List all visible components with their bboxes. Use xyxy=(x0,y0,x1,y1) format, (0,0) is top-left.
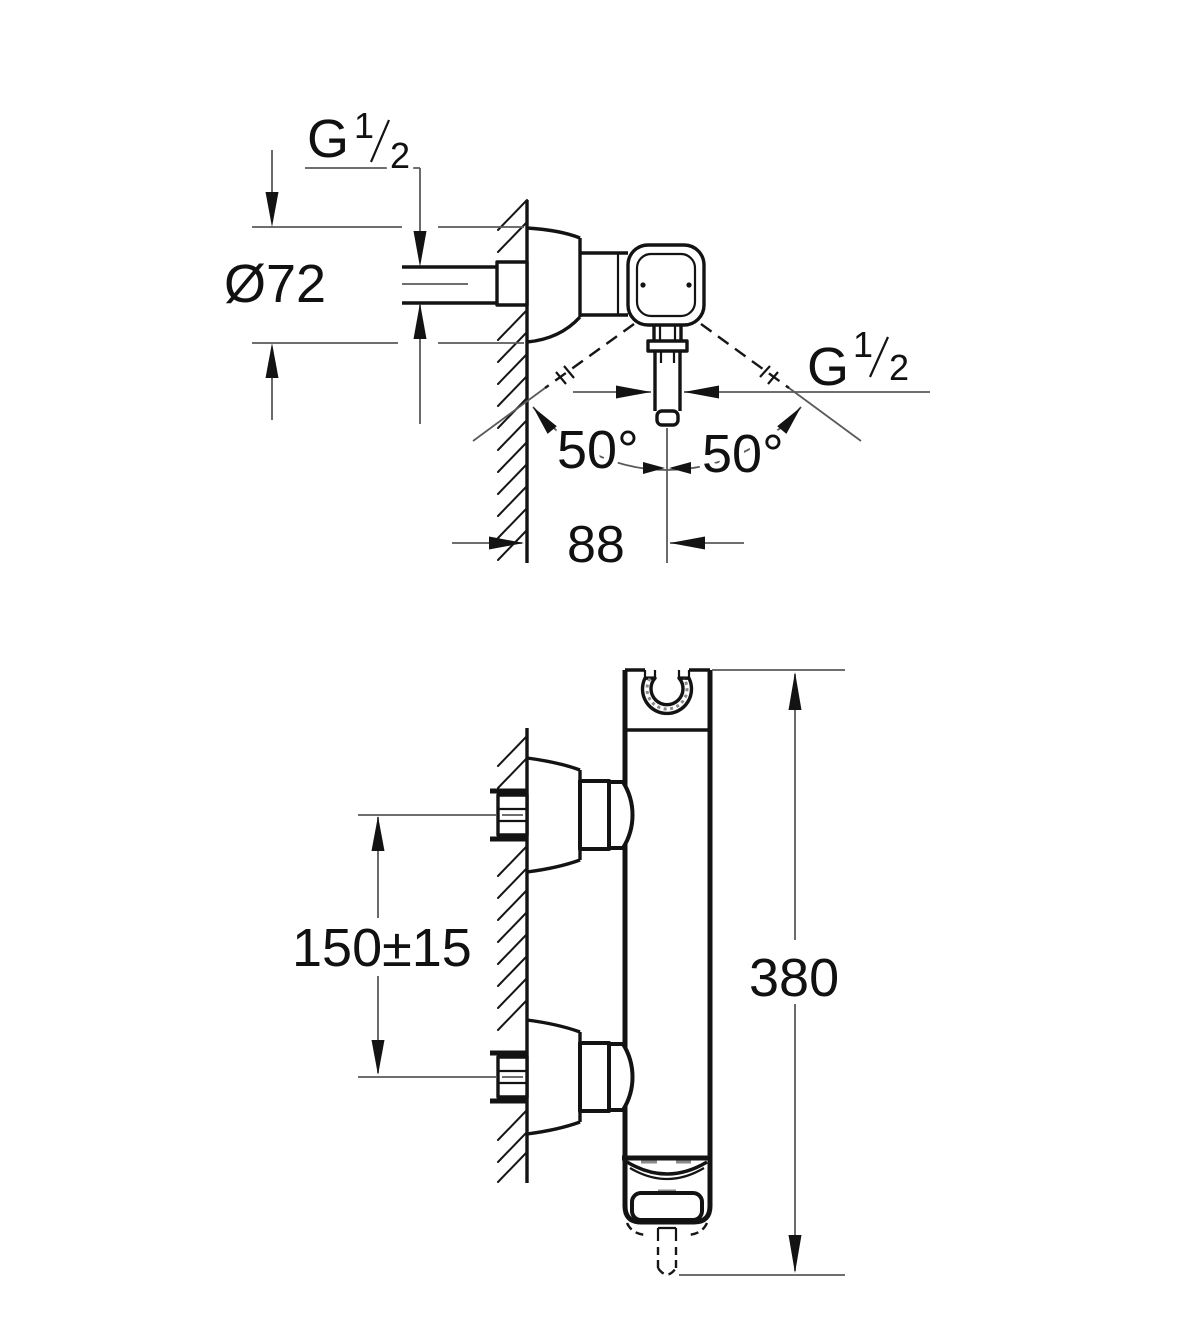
diameter-arrow-top xyxy=(265,192,279,227)
connector-outline xyxy=(580,251,628,317)
stub-shaft-inner xyxy=(659,351,676,363)
mixer-body-top xyxy=(580,243,706,327)
depth-arrow-right xyxy=(670,536,705,550)
inlet-top-ball-joint xyxy=(607,780,635,850)
valve-bottom xyxy=(622,1155,713,1276)
outlet-thread-fraction-slash xyxy=(868,336,890,378)
mixer-column xyxy=(622,668,713,1158)
dim-angle-left: 50° xyxy=(532,406,668,485)
outlet-thread-denominator: 2 xyxy=(889,347,909,388)
inlet-distance-extension-lines xyxy=(358,814,497,1078)
swivel-range xyxy=(472,323,862,442)
depth-label: 88 xyxy=(567,516,625,574)
escutcheon-top xyxy=(526,226,582,344)
diameter-label: Ø72 xyxy=(224,254,326,314)
shower-hook-texture xyxy=(645,677,689,711)
outlet-thread-arrow-left xyxy=(616,385,651,399)
angle-arc-left-center-arrow xyxy=(643,462,665,474)
height-arrow-down xyxy=(788,1235,802,1273)
inlet-bottom xyxy=(490,1018,635,1136)
diameter-arrow-bottom xyxy=(265,343,279,378)
diameter-extension-lines xyxy=(252,150,524,420)
inlet-distance-arrow-down xyxy=(371,1040,385,1075)
stub-cap xyxy=(655,409,680,427)
dim-thread-inlet: G 1 2 xyxy=(302,100,427,424)
valve-bowl-arc-inner xyxy=(629,1167,705,1181)
wall-top-view xyxy=(497,199,529,563)
column-sides xyxy=(622,670,713,1158)
height-extension-lines xyxy=(679,669,845,1276)
body-pivot-right xyxy=(686,282,692,288)
inlet-thread-numerator: 1 xyxy=(354,105,374,146)
angle-arc-left-end-arrow xyxy=(533,407,557,434)
dim-inlet-distance: 150±15 xyxy=(287,814,497,1078)
pipe-outline xyxy=(402,265,497,305)
inlet-bottom-nut-flats xyxy=(498,1069,527,1085)
pipe-end-mark-left xyxy=(555,365,575,385)
wall-hatching xyxy=(497,199,528,561)
dim-angle-right: 50° xyxy=(666,406,802,489)
outlet-thread-label: G xyxy=(807,337,849,397)
height-arrow-up xyxy=(788,672,802,710)
inlet-bottom-ball-joint xyxy=(607,1042,635,1112)
inlet-top-nut-flats xyxy=(498,807,527,823)
dim-thread-outlet: G 1 2 xyxy=(573,319,930,402)
inlet-top-union-nut xyxy=(578,779,611,851)
stub-collar xyxy=(646,339,689,353)
outlet-collar xyxy=(656,1226,678,1241)
swivel-ray-right-extension xyxy=(788,387,862,442)
valve-bowl-arc xyxy=(626,1160,708,1176)
dim-diameter: Ø72 xyxy=(219,150,524,420)
swivel-ray-left-extension xyxy=(472,387,546,442)
inlet-thread-arrow-up xyxy=(413,303,427,339)
inlet-thread-arrow-down xyxy=(413,231,427,267)
valve-hidden-shoulders xyxy=(625,1222,709,1237)
angle-arc-right-end-arrow xyxy=(777,407,801,434)
angle-arc-right-center-arrow xyxy=(669,462,691,474)
pipe-end-mark-right xyxy=(759,365,779,385)
inlet-thread-fraction-slash xyxy=(369,119,391,163)
hook-slot-walls xyxy=(643,670,691,678)
outlet-thread-numerator: 1 xyxy=(853,324,873,365)
escutcheon-outline xyxy=(526,226,582,344)
inlet-bottom-escutcheon xyxy=(526,1018,582,1136)
inlet-distance-arrow-up xyxy=(371,816,385,851)
inlet-top-wall-bars xyxy=(490,788,527,842)
outlet-stub-hidden xyxy=(656,1247,678,1276)
top-view: G 1 2 Ø72 50° 50° xyxy=(219,100,930,579)
body-pivot-left xyxy=(640,282,646,288)
outlet-thread-arrow-right xyxy=(684,385,719,399)
stub-neck-inner xyxy=(658,325,677,341)
body-inner xyxy=(635,252,697,318)
inlet-distance-label: 150±15 xyxy=(292,918,472,978)
wall-hatching-front xyxy=(497,735,528,1183)
depth-arrow-left xyxy=(489,536,524,550)
body-outer xyxy=(626,243,706,327)
supply-pipe-top xyxy=(402,260,529,307)
stub-shaft xyxy=(653,351,682,411)
pipe-nut xyxy=(495,260,529,307)
stub-neck xyxy=(652,325,683,341)
shower-hook-ring xyxy=(640,676,694,716)
inlet-bottom-wall-bars xyxy=(490,1050,527,1104)
inlet-top xyxy=(490,756,635,874)
inlet-bottom-union-nut xyxy=(578,1041,611,1113)
swivel-ray-right-dashed xyxy=(700,323,790,389)
dim-depth-88: 88 xyxy=(452,511,744,579)
inlet-thread-label: G xyxy=(307,109,349,169)
height-label: 380 xyxy=(749,948,839,1008)
front-view: 150±15 380 xyxy=(287,668,845,1276)
inlet-top-escutcheon xyxy=(526,756,582,874)
angle-right-label: 50° xyxy=(702,424,784,484)
dim-overall-height: 380 xyxy=(679,669,845,1276)
angle-left-label: 50° xyxy=(557,420,639,480)
inlet-thread-denominator: 2 xyxy=(390,135,410,176)
valve-handle-end xyxy=(630,1191,704,1222)
outlet-stub-top xyxy=(646,325,689,427)
